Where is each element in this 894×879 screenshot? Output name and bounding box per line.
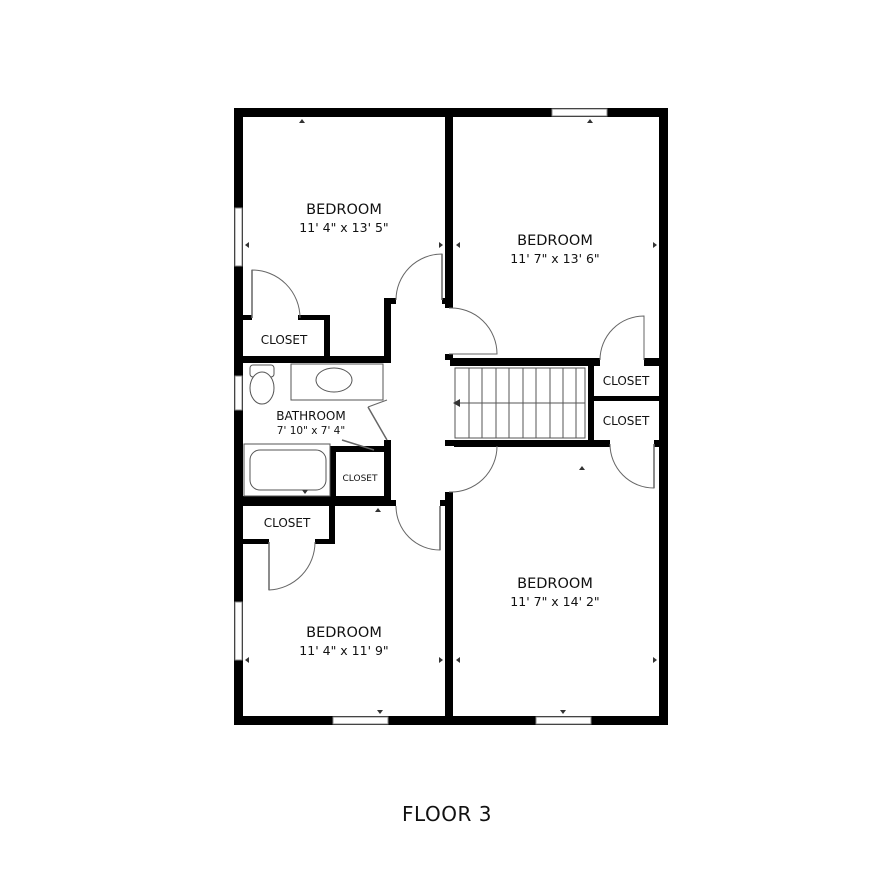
window-west-1 (234, 207, 243, 267)
closet-bath-label: CLOSET (343, 474, 378, 484)
bedroom-sw-dims: 11' 4" x 11' 9" (299, 643, 388, 658)
closet-ne-upper-label: CLOSET (603, 374, 650, 388)
bathroom-name: BATHROOM (276, 409, 345, 423)
sink-icon (315, 367, 353, 393)
windows (234, 108, 608, 725)
tub-basin-icon (249, 449, 327, 491)
dimension-markers (245, 119, 657, 714)
window-south-1 (332, 716, 389, 725)
closet-ne-lower-label: CLOSET (603, 414, 650, 428)
window-south-2 (535, 716, 592, 725)
window-west-2 (234, 375, 243, 411)
toilet-bowl-icon (249, 371, 275, 405)
bedroom-nw-dims: 11' 4" x 13' 5" (299, 220, 388, 235)
window-west-3 (234, 601, 243, 661)
stairs (454, 367, 586, 439)
bedroom-ne-dims: 11' 7" x 13' 6" (510, 251, 599, 266)
bedroom-sw-name: BEDROOM (306, 625, 382, 641)
bedroom-nw-name: BEDROOM (306, 202, 382, 218)
bedroom-ne-name: BEDROOM (517, 233, 593, 249)
stair-arrow-icon (453, 399, 460, 407)
bathroom-fixtures (243, 363, 384, 497)
floor-title: FLOOR 3 (402, 802, 492, 826)
doors (251, 253, 655, 591)
bedroom-se-dims: 11' 7" x 14' 2" (510, 594, 599, 609)
bedroom-se-name: BEDROOM (517, 576, 593, 592)
closet-sw-label: CLOSET (264, 516, 311, 530)
bathroom-dims: 7' 10" x 7' 4" (277, 425, 345, 437)
closet-nw-label: CLOSET (261, 333, 308, 347)
window-north (551, 108, 608, 117)
